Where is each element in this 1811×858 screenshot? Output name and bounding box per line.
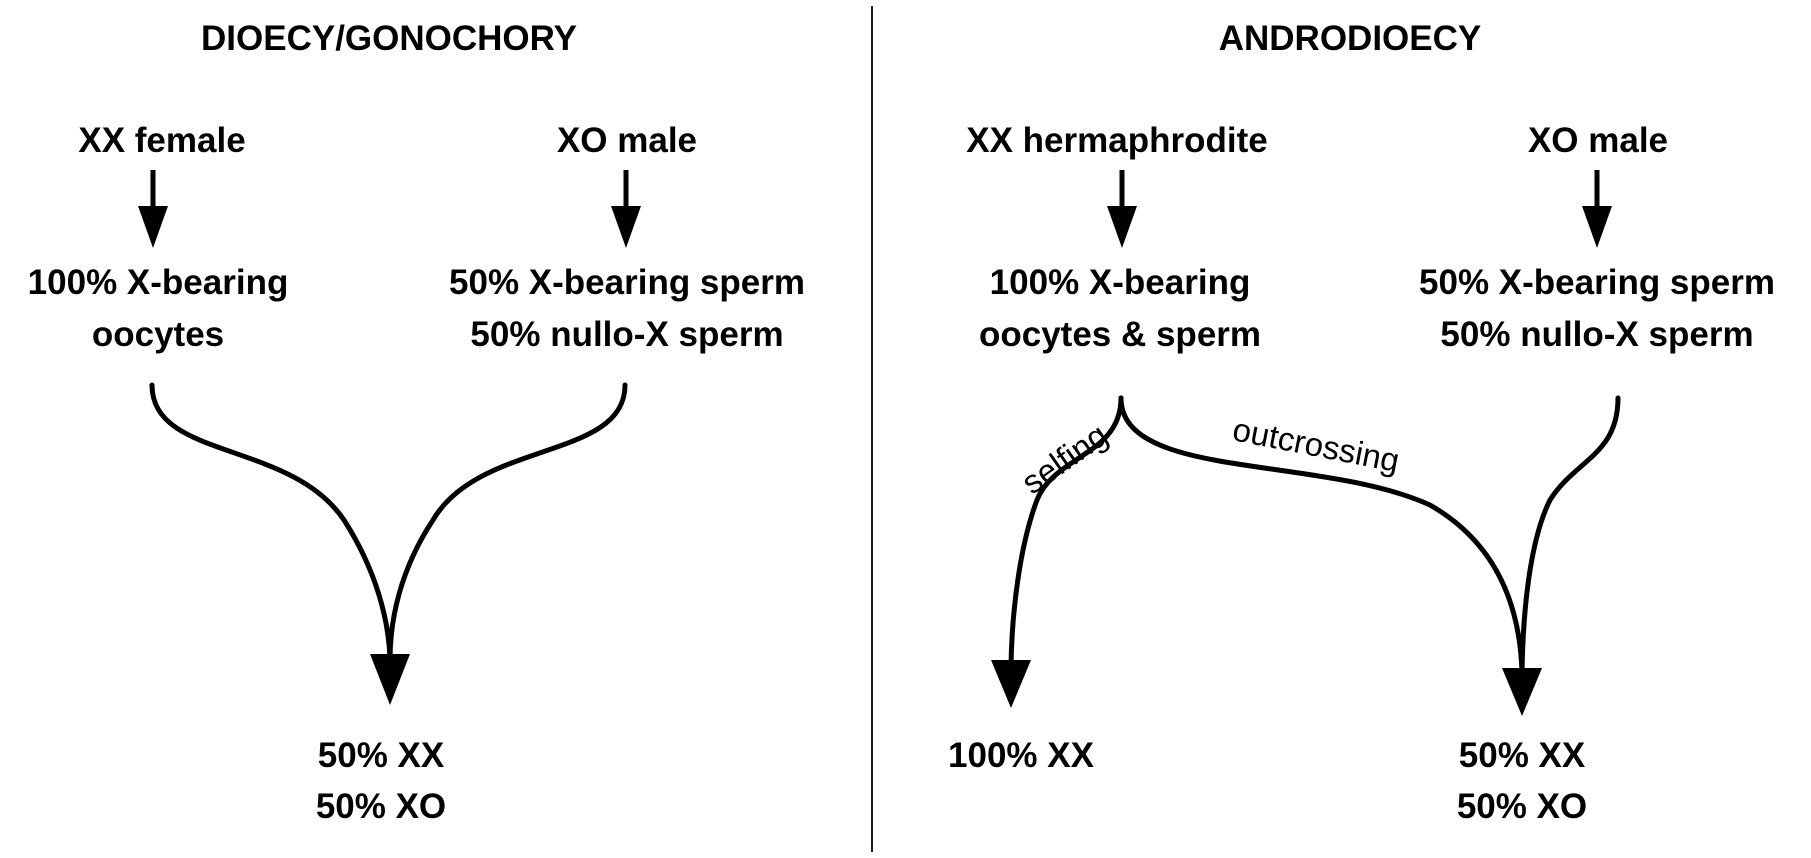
androdioecy-sperm-line2: 50% nullo-X sperm xyxy=(1440,315,1753,354)
androdioecy-male-arrow xyxy=(1582,170,1612,248)
outcrossing-curve xyxy=(1118,395,1525,675)
dioecy-panel: DIOECY/GONOCHORY XX female XO male 100% … xyxy=(28,19,805,826)
dioecy-female-arrow xyxy=(138,170,168,248)
dioecy-parent-female: XX female xyxy=(78,121,245,160)
androdioecy-title: ANDRODIOECY xyxy=(1219,19,1482,58)
dioecy-male-arrow xyxy=(611,170,641,248)
dioecy-female-curve xyxy=(149,382,393,663)
selfing-offspring: 100% XX xyxy=(948,736,1095,775)
dioecy-offspring-arrowhead xyxy=(370,654,410,705)
dioecy-title: DIOECY/GONOCHORY xyxy=(201,19,577,58)
dioecy-offspring-line1: 50% XX xyxy=(318,736,445,775)
dioecy-oocytes-line1: 100% X-bearing xyxy=(28,263,289,302)
androdioecy-parent-male: XO male xyxy=(1528,121,1668,160)
dioecy-sperm-line2: 50% nullo-X sperm xyxy=(470,315,783,354)
androdioecy-male-curve xyxy=(1519,395,1621,675)
androdioecy-sperm-line1: 50% X-bearing sperm xyxy=(1419,263,1775,302)
androdioecy-panel: ANDRODIOECY XX hermaphrodite XO male 100… xyxy=(948,19,1775,826)
androdioecy-gametes-line1: 100% X-bearing xyxy=(990,263,1251,302)
dioecy-sperm-line1: 50% X-bearing sperm xyxy=(449,263,805,302)
androdioecy-hermaphrodite-arrow xyxy=(1107,170,1137,248)
selfing-arrowhead xyxy=(991,660,1031,708)
androdioecy-parent-hermaphrodite: XX hermaphrodite xyxy=(966,121,1267,160)
outcross-offspring-arrowhead xyxy=(1502,668,1542,716)
dioecy-parent-male: XO male xyxy=(557,121,697,160)
dioecy-oocytes-line2: oocytes xyxy=(92,315,224,354)
selfing-label: selfing xyxy=(1015,416,1114,501)
selfing-curve xyxy=(1008,395,1124,668)
dioecy-offspring-line2: 50% XO xyxy=(316,787,446,826)
dioecy-male-curve xyxy=(387,382,628,663)
outcross-offspring-line1: 50% XX xyxy=(1459,736,1586,775)
outcross-offspring-line2: 50% XO xyxy=(1457,787,1587,826)
androdioecy-gametes-line2: oocytes & sperm xyxy=(979,315,1261,354)
